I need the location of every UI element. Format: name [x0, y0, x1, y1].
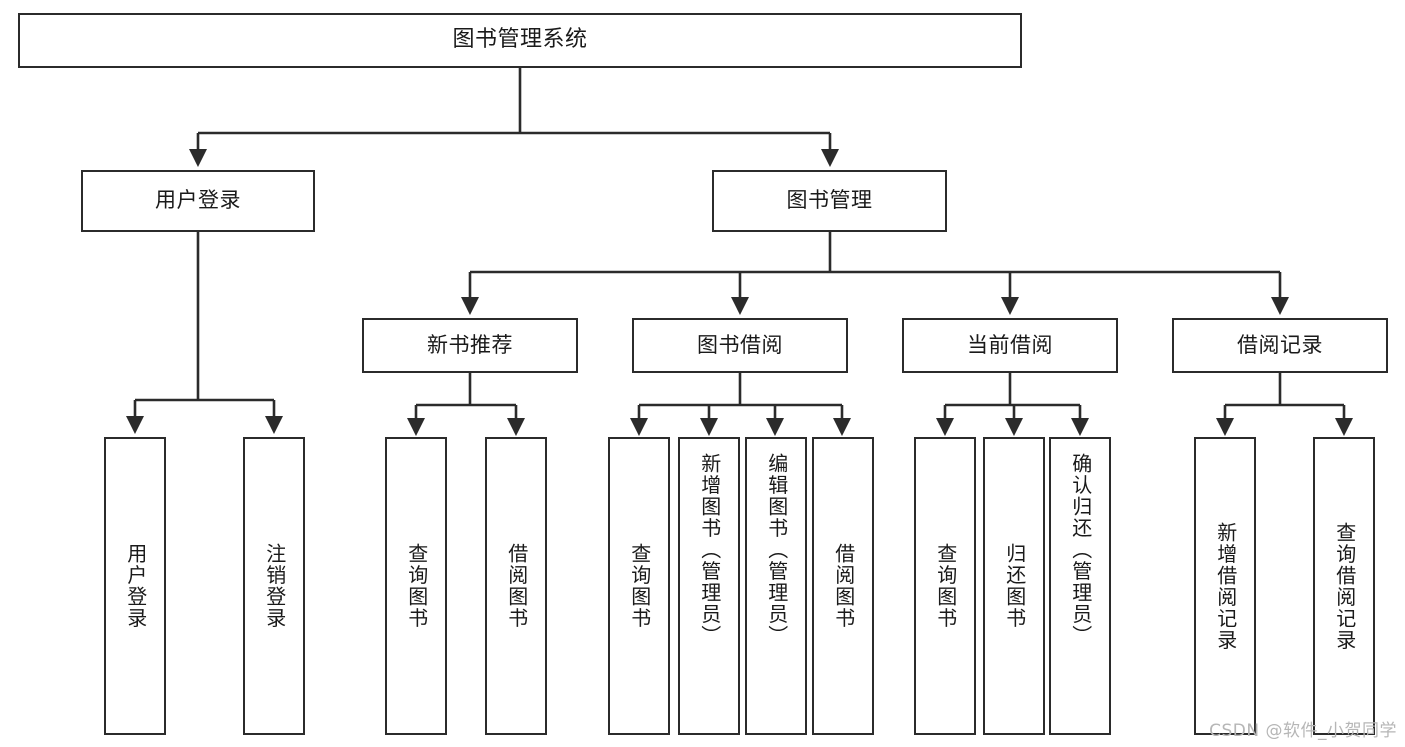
node-label: 新书推荐: [427, 332, 513, 357]
node-leaf-query-book-2[interactable]: 查询图书: [608, 437, 670, 735]
node-label: 查询借阅记录: [1332, 521, 1357, 651]
node-borrow-record[interactable]: 借阅记录: [1172, 318, 1388, 373]
csdn-watermark: CSDN @软件_小贺同学: [1209, 721, 1397, 741]
node-leaf-query-book-3[interactable]: 查询图书: [914, 437, 976, 735]
node-label: 查询图书: [933, 543, 958, 629]
node-leaf-query-book-1[interactable]: 查询图书: [385, 437, 447, 735]
node-leaf-borrow-book-2[interactable]: 借阅图书: [812, 437, 874, 735]
node-label: 用户登录: [155, 188, 241, 213]
node-leaf-add-record[interactable]: 新增借阅记录: [1194, 437, 1256, 735]
node-leaf-user-login[interactable]: 用户登录: [104, 437, 166, 735]
node-leaf-borrow-book-1[interactable]: 借阅图书: [485, 437, 547, 735]
node-leaf-add-book[interactable]: 新增图书（管理员）: [678, 437, 740, 735]
node-book-borrow[interactable]: 图书借阅: [632, 318, 848, 373]
node-book-management[interactable]: 图书管理: [712, 170, 947, 232]
node-leaf-confirm-return[interactable]: 确认归还（管理员）: [1049, 437, 1111, 735]
node-current-borrow[interactable]: 当前借阅: [902, 318, 1118, 373]
node-label: 用户登录: [123, 543, 148, 629]
node-leaf-return-book[interactable]: 归还图书: [983, 437, 1045, 735]
node-label: 借阅记录: [1237, 332, 1323, 357]
node-leaf-edit-book[interactable]: 编辑图书（管理员）: [745, 437, 807, 735]
node-root-book-management-system[interactable]: 图书管理系统: [18, 13, 1022, 68]
node-leaf-query-record[interactable]: 查询借阅记录: [1313, 437, 1375, 735]
node-new-book-recommend[interactable]: 新书推荐: [362, 318, 578, 373]
node-label: 借阅图书: [504, 543, 529, 629]
node-label: 图书管理系统: [452, 27, 588, 53]
node-label: 当前借阅: [967, 332, 1053, 357]
node-label: 新增借阅记录: [1213, 521, 1238, 651]
node-label: 确认归还（管理员）: [1068, 453, 1093, 647]
node-label: 借阅图书: [831, 543, 856, 629]
node-label: 图书借阅: [697, 332, 783, 357]
node-user-login[interactable]: 用户登录: [81, 170, 315, 232]
node-label: 归还图书: [1002, 543, 1027, 629]
node-label: 查询图书: [627, 543, 652, 629]
node-label: 查询图书: [404, 543, 429, 629]
node-leaf-logout[interactable]: 注销登录: [243, 437, 305, 735]
node-label: 编辑图书（管理员）: [764, 453, 789, 647]
node-label: 图书管理: [786, 188, 873, 213]
node-label: 新增图书（管理员）: [697, 453, 722, 647]
node-label: 注销登录: [262, 543, 287, 629]
